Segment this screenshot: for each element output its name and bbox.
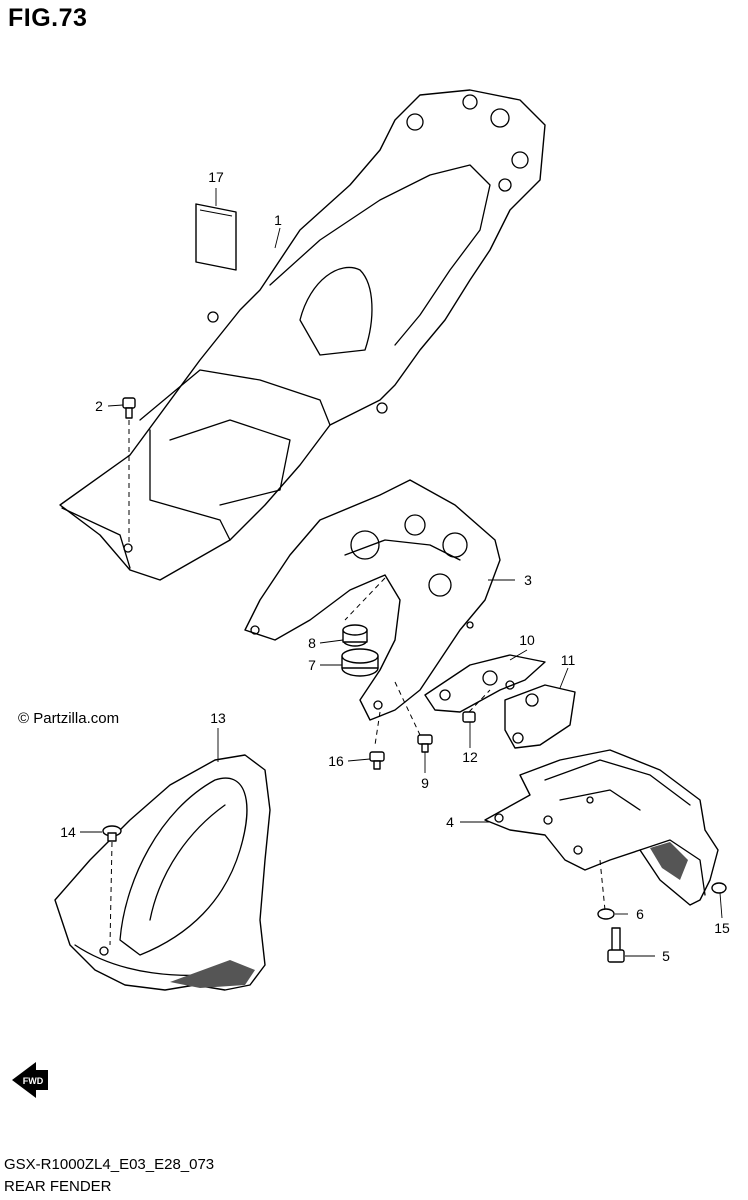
callout-16: 16 bbox=[328, 753, 344, 769]
part-11-bracket[interactable] bbox=[504, 684, 576, 749]
callout-13: 13 bbox=[210, 710, 226, 726]
callout-8: 8 bbox=[308, 635, 316, 651]
part-14-screw[interactable] bbox=[102, 825, 122, 946]
part-15-grommet[interactable] bbox=[711, 882, 727, 894]
callout-9: 9 bbox=[421, 775, 429, 791]
part-5-bolt[interactable] bbox=[607, 927, 625, 963]
part-4-mudguard[interactable] bbox=[484, 749, 719, 911]
part-3-inner-fender[interactable] bbox=[244, 479, 501, 746]
watermark: © Partzilla.com bbox=[18, 710, 120, 727]
part-2-bolt[interactable] bbox=[122, 397, 136, 545]
callout-6: 6 bbox=[636, 906, 644, 922]
callout-3: 3 bbox=[524, 572, 532, 588]
callout-5: 5 bbox=[662, 948, 670, 964]
part-13-hugger[interactable] bbox=[54, 754, 271, 991]
part-9-screw[interactable] bbox=[417, 734, 433, 753]
callout-labels: 17 1 2 3 4 5 6 7 8 9 10 11 12 13 14 15 1… bbox=[60, 169, 730, 964]
callout-7: 7 bbox=[308, 657, 316, 673]
part-6-washer[interactable] bbox=[597, 908, 615, 920]
part-12-screw[interactable] bbox=[462, 689, 491, 723]
callout-14: 14 bbox=[60, 824, 76, 840]
part-17-label[interactable] bbox=[195, 203, 237, 271]
figure-title: FIG.73 bbox=[8, 4, 88, 32]
section-name: REAR FENDER bbox=[4, 1178, 112, 1195]
callout-17: 17 bbox=[208, 169, 224, 185]
fwd-label: FWD bbox=[23, 1076, 44, 1086]
callout-4: 4 bbox=[446, 814, 454, 830]
part-8-collar[interactable] bbox=[342, 624, 368, 647]
callout-11: 11 bbox=[561, 652, 576, 668]
leader-lines bbox=[80, 188, 723, 957]
model-code: GSX-R1000ZL4_E03_E28_073 bbox=[4, 1156, 215, 1173]
part-16-bolt[interactable] bbox=[369, 751, 385, 770]
part-1-rear-frame[interactable] bbox=[59, 89, 546, 581]
part-7-grommet[interactable] bbox=[341, 648, 379, 677]
callout-2: 2 bbox=[95, 398, 103, 414]
part-10-bracket[interactable] bbox=[424, 654, 546, 713]
callout-12: 12 bbox=[462, 749, 478, 765]
fwd-arrow-icon: FWD bbox=[12, 1062, 48, 1098]
callout-15: 15 bbox=[714, 920, 730, 936]
callout-1: 1 bbox=[274, 212, 282, 228]
callout-10: 10 bbox=[519, 632, 535, 648]
